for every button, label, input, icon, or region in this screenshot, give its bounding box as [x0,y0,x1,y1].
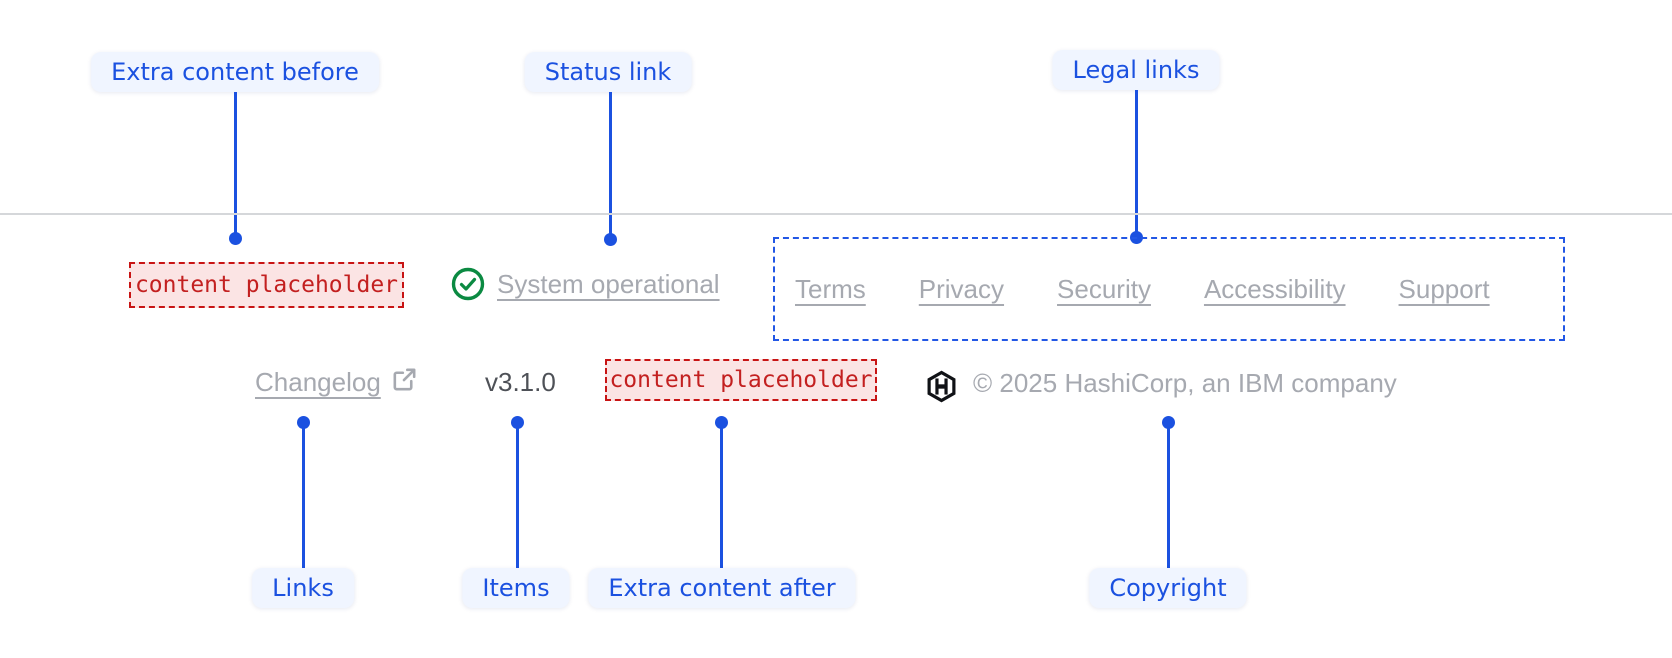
status-link[interactable]: System operational [497,269,720,299]
copyright-text: © 2025 HashiCorp, an IBM company [973,368,1397,398]
extra-content-before-placeholder: content placeholder [129,262,404,308]
annotation-label-items: Items [462,568,570,608]
annotation-line-extra-content-before [233,92,237,238]
footer-top-divider [0,213,1672,215]
legal-link-accessibility[interactable]: Accessibility [1203,273,1346,304]
annotation-dot-extra-content-before [228,231,242,245]
annotation-label-links: Links [252,568,354,608]
annotation-line-legal-links [1134,90,1138,237]
external-link-icon [391,366,418,398]
changelog-link[interactable]: Changelog [255,366,418,398]
annotation-label-extra-content-after: Extra content after [588,568,856,608]
annotation-label-legal-links: Legal links [1052,50,1220,90]
version-text: v3.1.0 [485,366,556,397]
annotation-line-status-link [608,92,612,239]
annotation-dot-status-link [603,232,617,246]
changelog-link-label[interactable]: Changelog [255,366,381,397]
legal-link-support[interactable]: Support [1398,273,1490,304]
annotation-line-links [301,422,305,568]
hashicorp-logo-icon [925,370,958,408]
version-item: v3.1.0 [485,366,556,398]
annotation-label-copyright: Copyright [1089,568,1247,608]
check-circle-icon [451,267,485,306]
legal-link-terms[interactable]: Terms [795,273,866,304]
legal-link-security[interactable]: Security [1057,273,1151,304]
annotation-label-status-link: Status link [524,52,692,92]
extra-content-after-placeholder: content placeholder [605,359,877,401]
annotation-line-extra-content-after [719,422,723,568]
annotation-label-extra-content-before: Extra content before [91,52,379,92]
legal-link-privacy[interactable]: Privacy [918,273,1005,304]
annotation-line-items [515,422,519,568]
legal-links-group: Terms Privacy Security Accessibility Sup… [773,237,1565,341]
annotation-line-copyright [1166,422,1170,568]
